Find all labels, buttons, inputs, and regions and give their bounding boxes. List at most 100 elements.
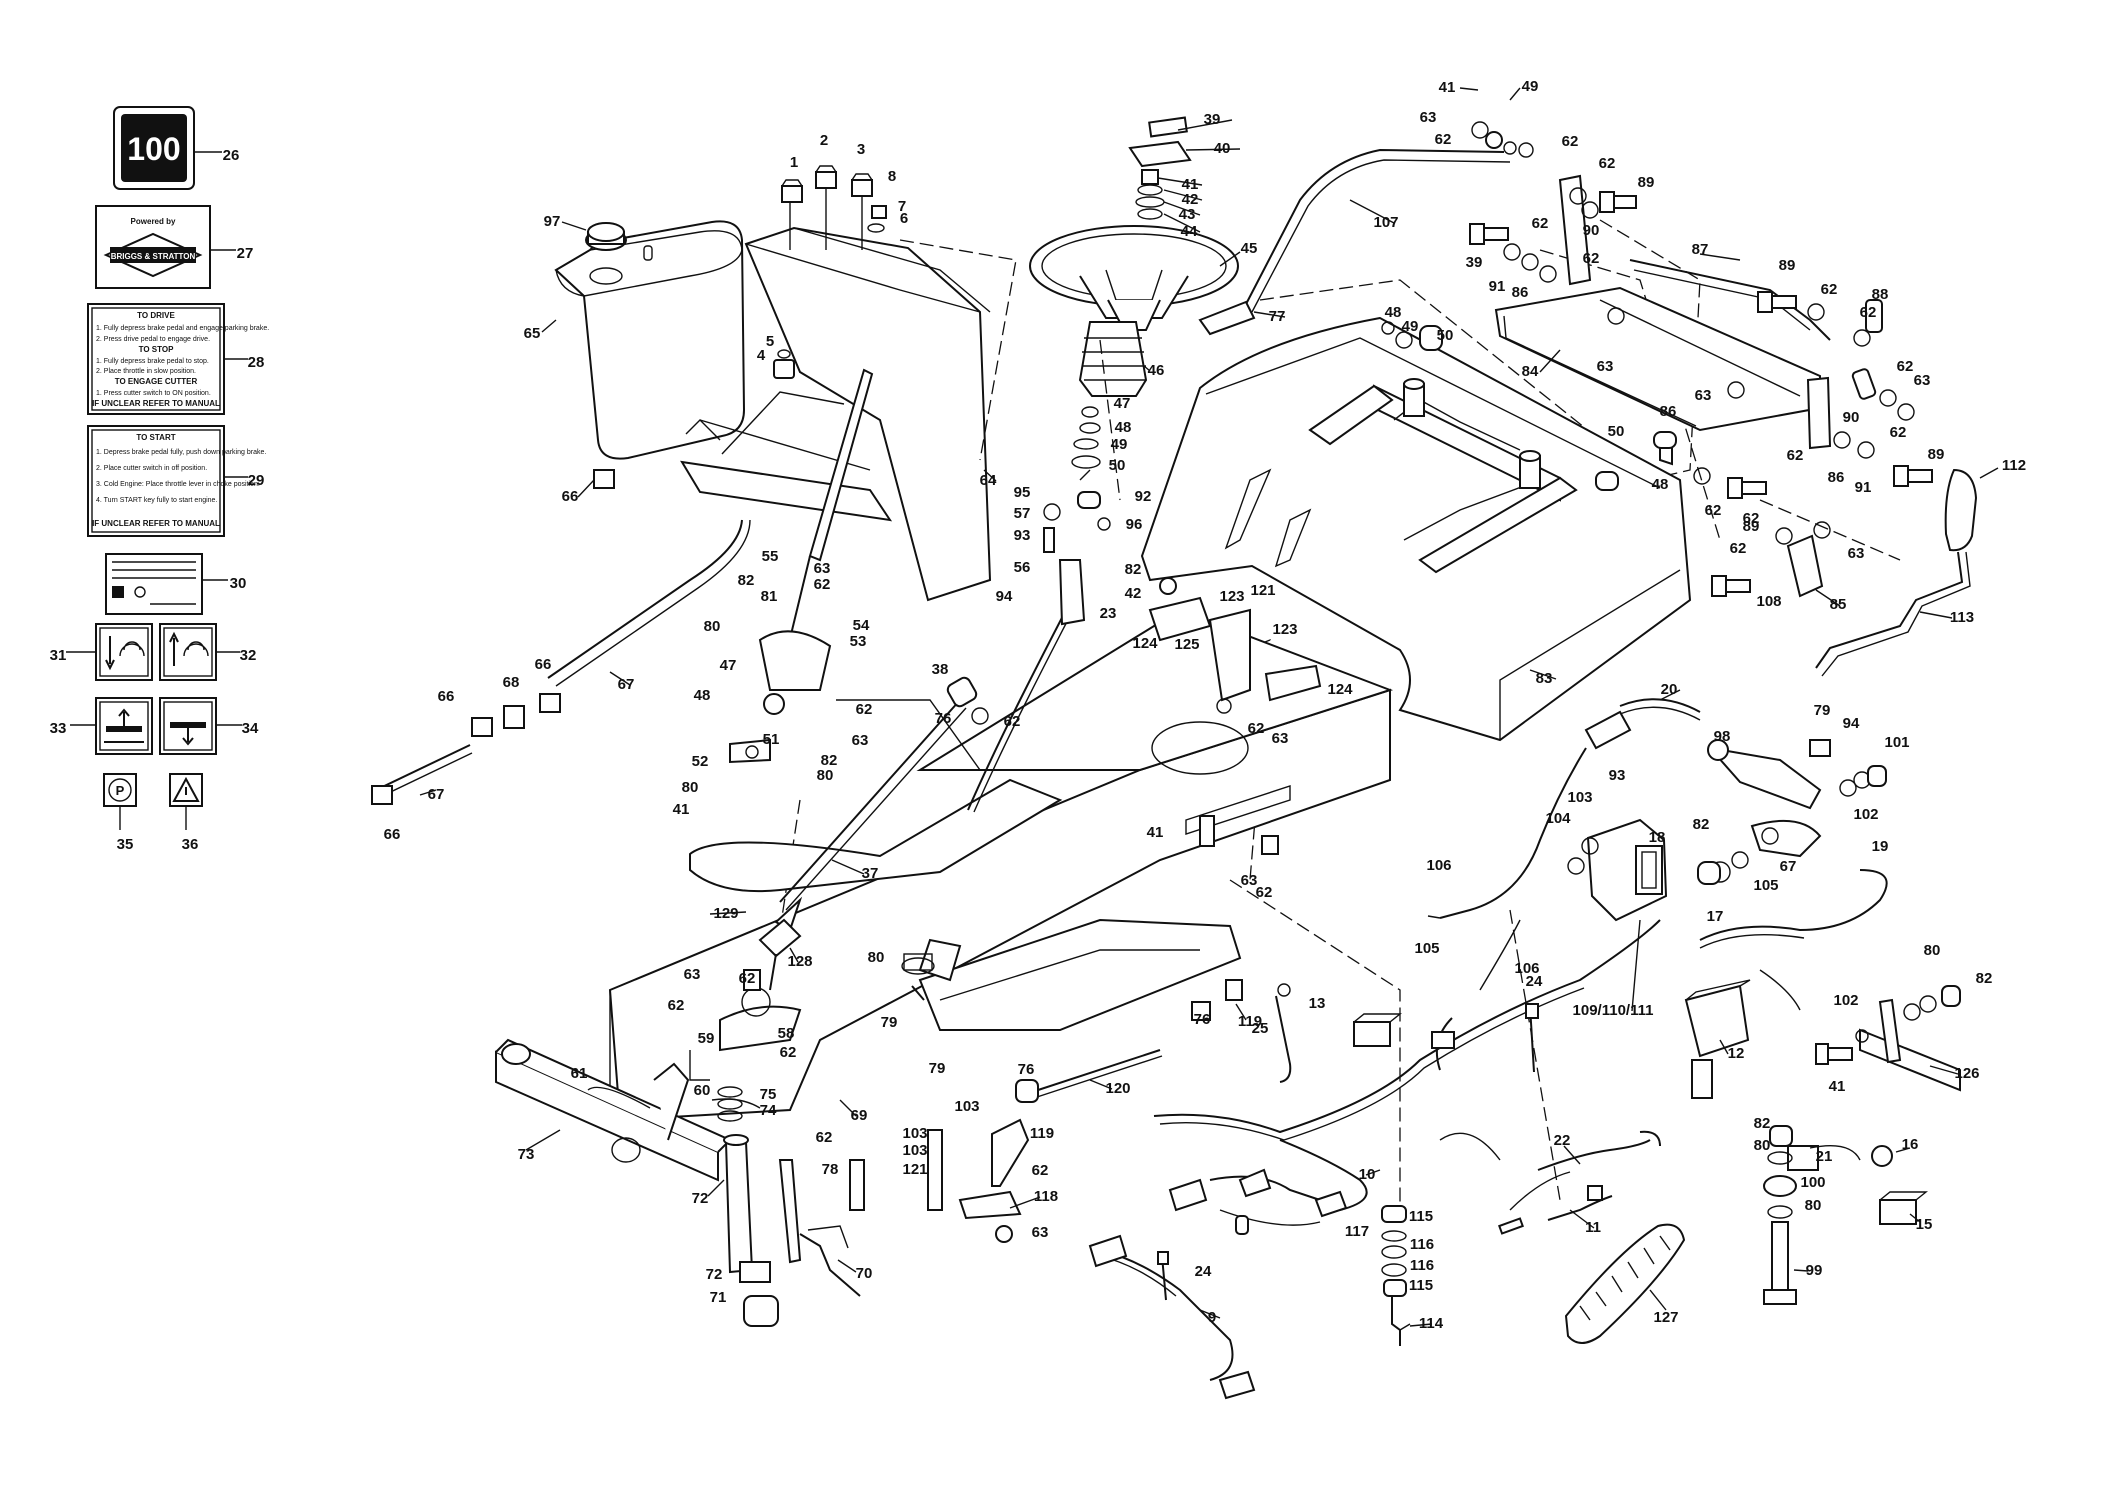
part-number-label: 41 (1439, 79, 1456, 96)
part-number-label: 49 (1522, 78, 1539, 95)
part-number-label: 48 (1385, 304, 1402, 321)
part-number-label: 121 (902, 1161, 927, 1178)
decal-icon-31 (66, 623, 153, 681)
part-number-label: 47 (1114, 395, 1131, 412)
tie-rod (758, 699, 967, 991)
part-number-label: 107 (1373, 214, 1398, 231)
solenoid-and-relays (1353, 818, 1928, 1225)
decal-warning-triangle (169, 773, 203, 830)
seat-pan-body (1140, 316, 1692, 742)
part-number-label: 29 (248, 472, 265, 489)
part-number-label: 73 (518, 1146, 535, 1163)
bolts-and-washers-right (1469, 187, 1933, 598)
part-number-label: 9 (1208, 1309, 1216, 1326)
part-number-label: 116 (1410, 1236, 1434, 1253)
seat-frame-rails (1308, 378, 1578, 574)
part-number-label: 48 (1652, 476, 1669, 493)
part-number-label: 115 (1409, 1208, 1433, 1225)
part-number-label: 63 (1272, 730, 1289, 747)
part-number-label: 62 (814, 576, 831, 593)
part-number-label: 16 (1902, 1136, 1919, 1153)
part-number-label: 103 (902, 1142, 927, 1159)
part-number-label: 101 (1884, 734, 1909, 751)
part-number-label: 128 (787, 953, 812, 970)
part-number-label: 24 (1195, 1263, 1212, 1280)
seat-adjust-lever (1198, 121, 1534, 351)
steering-column (729, 368, 874, 764)
part-number-label: 62 (1890, 424, 1907, 441)
part-number-label: 66 (384, 826, 401, 843)
part-number-label: 18 (1649, 829, 1666, 846)
part-number-label: 93 (1014, 527, 1031, 544)
decal28-line: 1. Fully depress brake pedal and engage … (96, 325, 269, 332)
decal-icon-34 (159, 697, 242, 755)
decal28-line: TO DRIVE (137, 311, 175, 320)
part-number-label: 89 (1928, 446, 1945, 463)
part-number-label: 55 (762, 548, 779, 565)
part-number-label: 125 (1174, 636, 1199, 653)
part-number-label: 92 (1135, 488, 1152, 505)
part-number-label: 94 (1843, 715, 1860, 732)
kingpins-and-spindles (723, 1134, 861, 1327)
part-number-label: 103 (954, 1098, 979, 1115)
part-number-label: 106 (1426, 857, 1451, 874)
part-number-label: 65 (524, 325, 541, 342)
decal28-line: IF UNCLEAR REFER TO MANUAL (92, 399, 220, 408)
part-number-label: 120 (1105, 1080, 1130, 1097)
part-number-label: 45 (1241, 240, 1258, 257)
part-number-label: 62 (1705, 502, 1722, 519)
decal29-line: 4. Turn START key fully to start engine. (96, 497, 217, 504)
part-number-label: 3 (857, 141, 865, 158)
part-number-label: 123 (1272, 621, 1297, 638)
part-number-label: 79 (881, 1014, 898, 1031)
part-number-label: 80 (1754, 1137, 1771, 1154)
rod-and-connectors (849, 979, 1243, 1243)
part-number-label: 53 (850, 633, 867, 650)
part-number-label: 89 (1779, 257, 1796, 274)
part-number-label: 63 (1597, 358, 1614, 375)
part-number-label: 62 (1599, 155, 1616, 172)
part-number-label: 121 (1250, 582, 1275, 599)
part-number-label: 103 (902, 1125, 927, 1142)
part-number-label: 62 (1532, 215, 1549, 232)
part-number-label: 12 (1728, 1045, 1745, 1062)
part-number-label: 48 (1115, 419, 1132, 436)
part-number-label: 80 (868, 949, 885, 966)
part-number-label: 64 (980, 472, 997, 489)
part-number-label: 80 (1805, 1197, 1822, 1214)
part-number-label: 62 (739, 970, 756, 987)
part-number-label: 80 (817, 767, 834, 784)
part-number-label: 40 (1214, 140, 1231, 157)
part-number-label: 80 (682, 779, 699, 796)
part-number-label: 124 (1327, 681, 1353, 698)
part-number-label: 72 (692, 1190, 709, 1207)
part-number-label: 22 (1554, 1132, 1571, 1149)
part-number-label: 6 (900, 210, 908, 227)
part-number-label: 63 (1695, 387, 1712, 404)
part-number-label: 91 (1489, 278, 1506, 295)
decal-serial-plate (105, 553, 228, 615)
decal29-line: IF UNCLEAR REFER TO MANUAL (92, 519, 220, 528)
part-number-label: 50 (1437, 327, 1454, 344)
part-number-label: 66 (535, 656, 552, 673)
part-number-label: 2 (820, 132, 828, 149)
part-number-label: 43 (1179, 206, 1196, 223)
stud-stack (1381, 1205, 1411, 1346)
part-number-label: 62 (816, 1129, 833, 1146)
part-number-label: 63 (684, 966, 701, 983)
gear-shift-lever (1815, 468, 1978, 677)
part-number-label: 41 (1147, 824, 1164, 841)
part-number-label: 105 (1753, 877, 1778, 894)
decal28-line: 2. Place throttle in slow position. (96, 368, 196, 375)
leader-lines (419, 87, 1999, 1327)
part-number-label: 27 (237, 245, 254, 262)
part-number-label: 62 (1583, 250, 1600, 267)
powered-by-text: Powered by (131, 217, 176, 226)
part-number-label: 114 (1419, 1315, 1444, 1332)
part-number-label: 85 (1830, 596, 1847, 613)
main-frame (608, 608, 1394, 1122)
part-number-label: 52 (692, 753, 709, 770)
part-number-label: 62 (668, 997, 685, 1014)
part-number-label: 67 (428, 786, 445, 803)
